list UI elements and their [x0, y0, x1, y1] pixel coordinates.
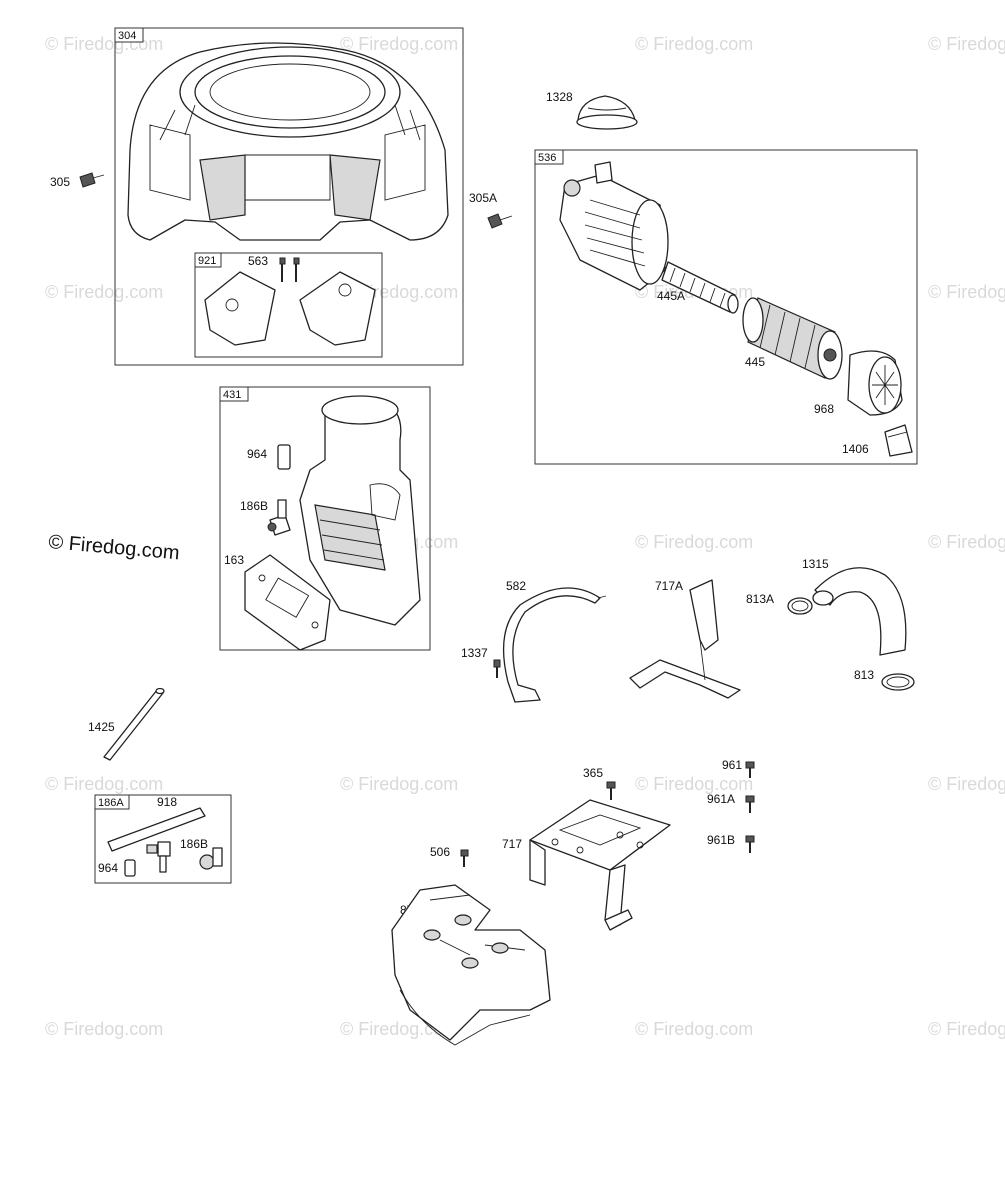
watermark: © Firedog.com [635, 532, 753, 552]
watermark: © Firedog.com [928, 34, 1005, 54]
group-304-blower-housing: 304 305 921 563 [50, 27, 464, 366]
callout-582: 582 [506, 579, 526, 593]
watermark: © Firedog.com [340, 34, 458, 54]
baffle-right [299, 271, 376, 346]
hose-1315 [812, 567, 907, 656]
adapter-body [299, 395, 421, 626]
callout-717: 717 [502, 837, 522, 851]
callout-813A: 813A [746, 592, 774, 606]
callout-1406: 1406 [842, 442, 869, 456]
group-186A-kit: 186A 918 964 186B [94, 794, 232, 884]
bracket-717A [629, 579, 741, 699]
screws-563 [279, 257, 300, 282]
watermark: © Firedog.com [635, 774, 753, 794]
sleeve-964-kit [124, 859, 136, 877]
cap-1328 [576, 95, 638, 130]
air-cleaner-housing [559, 161, 669, 291]
tube-1425 [103, 687, 165, 761]
clamp-813A [787, 597, 813, 615]
watermark: © Firedog.com [928, 532, 1005, 552]
callout-961B: 961B [707, 833, 735, 847]
shroud-879 [391, 884, 551, 1046]
watermark-featured: © Firedog.com [48, 531, 181, 564]
callout-968: 968 [814, 402, 834, 416]
fitting-186B [267, 499, 291, 536]
callout-813: 813 [854, 668, 874, 682]
callout-1315: 1315 [802, 557, 829, 571]
valve-1406 [884, 424, 913, 457]
box-label-536: 536 [538, 152, 556, 164]
screw-506 [460, 849, 469, 867]
watermark: © Firedog.com [635, 34, 753, 54]
callout-964-kit: 964 [98, 861, 118, 875]
group-431-adapter: 431 964 186B 163 [219, 386, 431, 651]
callout-305: 305 [50, 175, 70, 189]
watermark: © Firedog.com [45, 1019, 163, 1039]
callout-1328: 1328 [546, 90, 573, 104]
callout-1337: 1337 [461, 646, 488, 660]
callout-717A: 717A [655, 579, 683, 593]
inner-filter-445A [661, 261, 739, 314]
box-label-186A: 186A [98, 797, 124, 809]
screw-961A [745, 795, 755, 813]
gasket-163 [244, 554, 331, 651]
box-label-304: 304 [118, 30, 136, 42]
screw-961 [745, 761, 755, 778]
callout-918: 918 [157, 795, 177, 809]
watermark: © Firedog.com [928, 774, 1005, 794]
callout-1425: 1425 [88, 720, 115, 734]
callout-305A: 305A [469, 191, 497, 205]
box-label-431: 431 [223, 389, 241, 401]
callout-563: 563 [248, 254, 268, 268]
baffle-left [204, 271, 276, 346]
callout-964: 964 [247, 447, 267, 461]
screw-961B [745, 835, 755, 853]
callout-961: 961 [722, 758, 742, 772]
bracket-582 [502, 587, 607, 703]
watermark: © Firedog.com [928, 1019, 1005, 1039]
callout-186B: 186B [240, 499, 268, 513]
fitting-kit [146, 841, 171, 873]
callout-186B-kit: 186B [180, 837, 208, 851]
callout-365: 365 [583, 766, 603, 780]
clamp-813 [881, 673, 915, 691]
callout-506: 506 [430, 845, 450, 859]
hose-918 [107, 807, 206, 852]
callout-445: 445 [745, 355, 765, 369]
watermark: © Firedog.com [635, 1019, 753, 1039]
box-label-921: 921 [198, 255, 216, 267]
sleeve-964 [277, 444, 291, 470]
screw-305 [79, 172, 105, 188]
cover-968 [847, 350, 903, 416]
watermark: © Firedog.com [928, 282, 1005, 302]
watermark: © Firedog.com [45, 282, 163, 302]
callout-961A: 961A [707, 792, 735, 806]
watermark: © Firedog.com [45, 774, 163, 794]
screw-305A [487, 213, 513, 229]
screw-1337 [493, 659, 501, 678]
screw-365 [606, 781, 616, 800]
outer-filter-445 [742, 297, 843, 380]
bracket-717 [529, 799, 671, 931]
fitting-186B-kit [199, 847, 223, 870]
group-536-air-cleaner: 536 445A 445 968 1406 [534, 149, 918, 465]
callout-445A: 445A [657, 289, 685, 303]
callout-163: 163 [224, 553, 244, 567]
watermark: © Firedog.com [340, 774, 458, 794]
watermark: © Firedog.com [45, 34, 163, 54]
